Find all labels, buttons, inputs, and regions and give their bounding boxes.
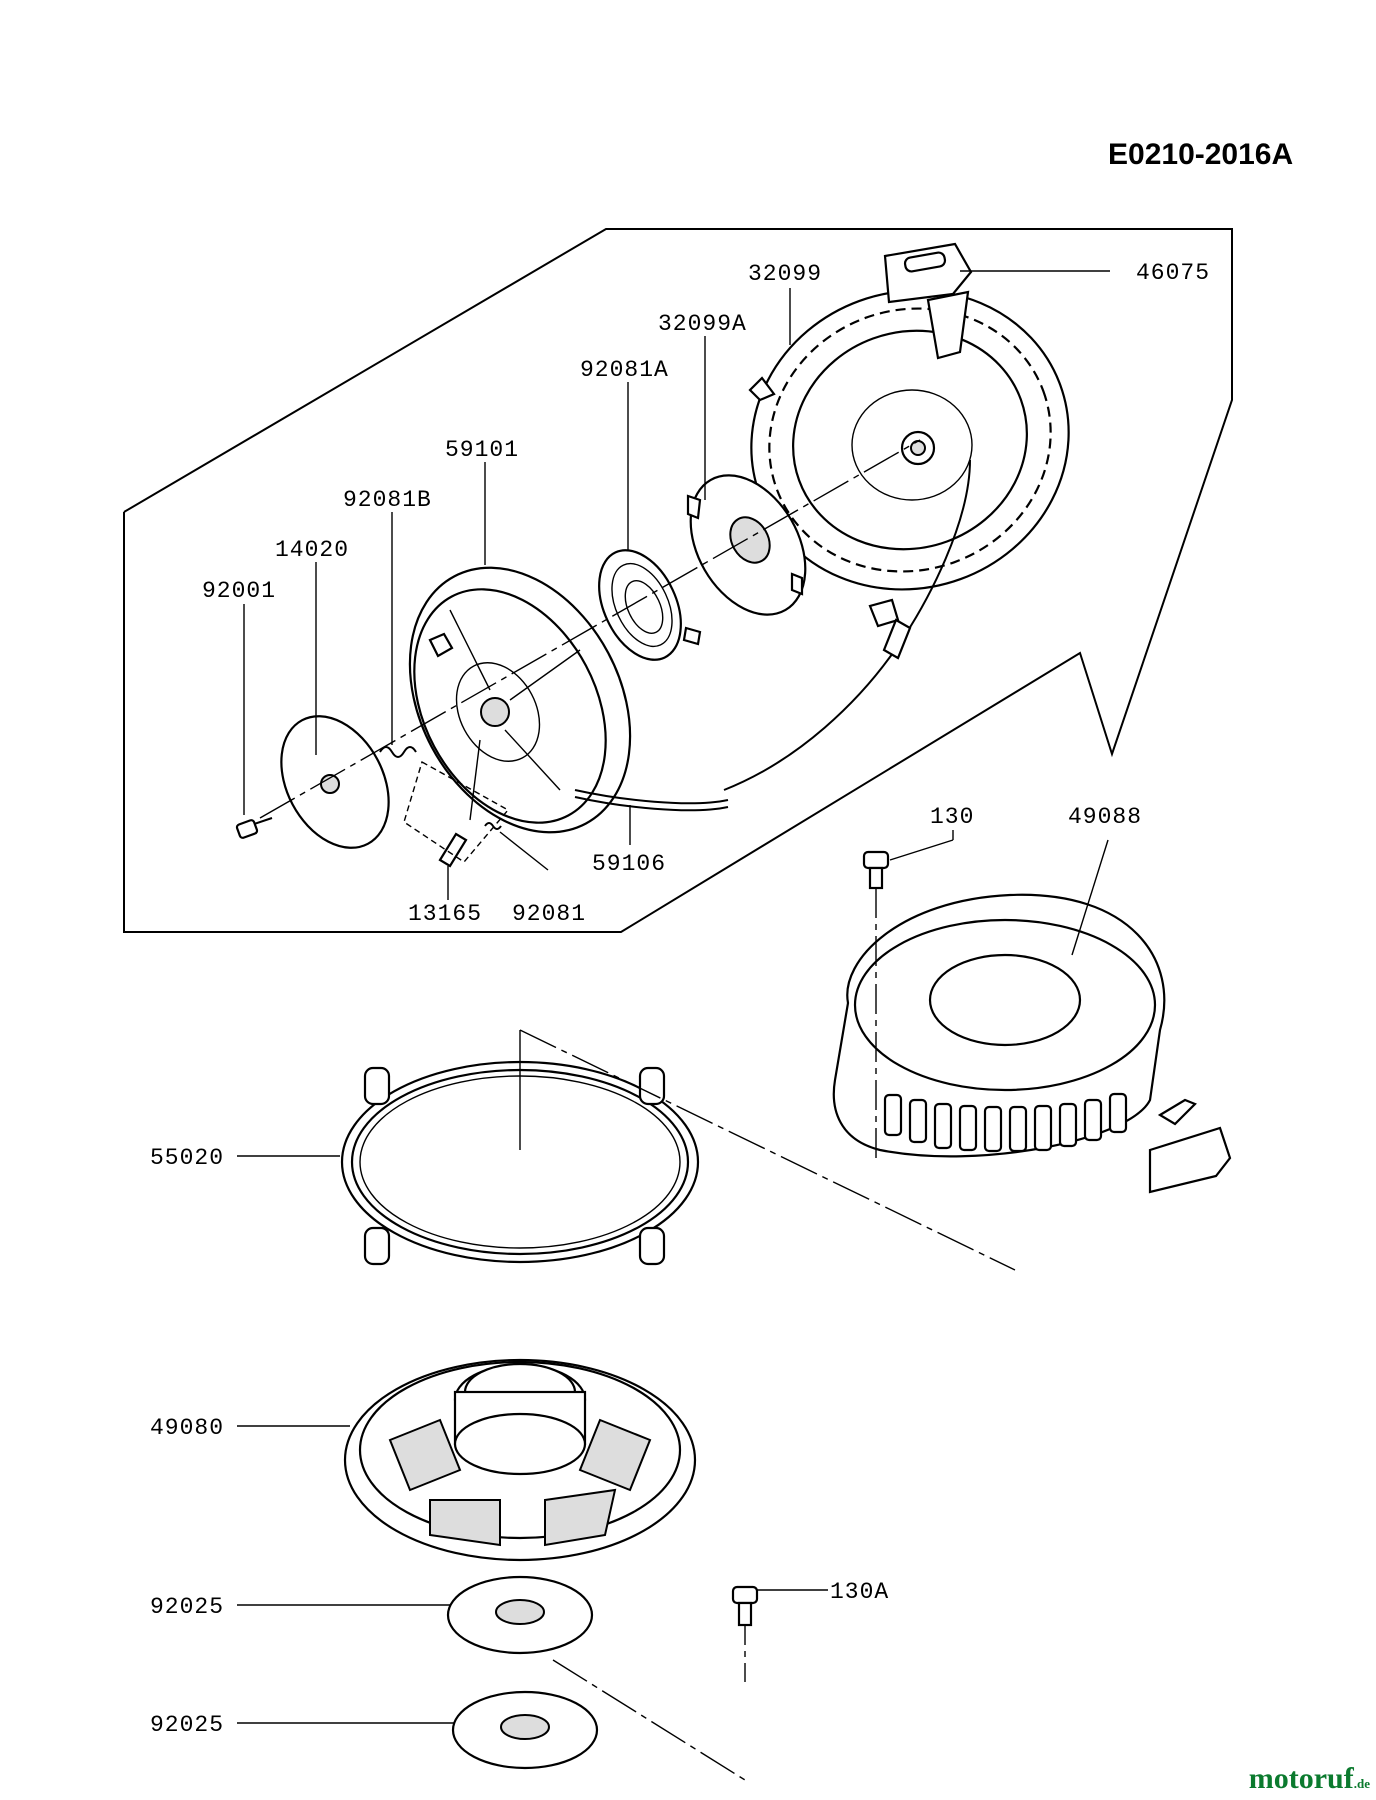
guide-ring <box>340 1060 700 1266</box>
label-14020: 14020 <box>275 537 349 563</box>
label-32099: 32099 <box>748 261 822 287</box>
ratchet-plate <box>686 474 807 616</box>
starter-rope <box>574 789 729 812</box>
bolt-alignment-line <box>552 1659 746 1781</box>
friction-plate <box>280 715 390 849</box>
starter-handle <box>883 242 973 360</box>
leader-lines <box>237 270 1110 1724</box>
ratchet-pawl <box>403 760 510 868</box>
recoil-starter-assembly <box>832 893 1232 1194</box>
site-watermark: motoruf.de <box>1249 1762 1370 1796</box>
watermark-name: motoruf <box>1248 1762 1354 1795</box>
label-92025-lower: 92025 <box>150 1712 224 1738</box>
subassembly-outline <box>123 228 1233 933</box>
label-92001: 92001 <box>202 578 276 604</box>
label-59106: 59106 <box>592 851 666 877</box>
label-13165: 13165 <box>408 901 482 927</box>
label-55020: 55020 <box>150 1145 224 1171</box>
case-alignment-line <box>519 1029 1016 1271</box>
rope-reel <box>408 566 632 834</box>
label-92081A: 92081A <box>580 357 669 383</box>
label-92025-upper: 92025 <box>150 1594 224 1620</box>
center-bolt <box>235 817 273 839</box>
label-92081B: 92081B <box>343 487 432 513</box>
case-vents <box>883 1092 1128 1153</box>
drawing-code: E0210-2016A <box>1108 138 1293 171</box>
label-59101: 59101 <box>445 437 519 463</box>
label-46075: 46075 <box>1136 260 1210 286</box>
friction-spring <box>379 746 417 758</box>
label-49080: 49080 <box>150 1415 224 1441</box>
mounting-bolt-130A <box>731 1585 759 1682</box>
label-130A: 130A <box>830 1579 889 1605</box>
recoil-starter-case <box>723 289 1070 791</box>
label-49088: 49088 <box>1068 804 1142 830</box>
assembly-axis <box>259 439 921 819</box>
spiral-spring <box>598 549 702 661</box>
starter-pulley <box>343 1358 697 1562</box>
label-32099A: 32099A <box>658 311 747 337</box>
label-92081: 92081 <box>512 901 586 927</box>
watermark-tld: .de <box>1353 1776 1370 1791</box>
spacer-plate-upper <box>446 1575 594 1655</box>
spacer-plate-lower <box>451 1690 599 1770</box>
label-130: 130 <box>930 804 974 830</box>
mounting-bolt-130 <box>862 850 890 1160</box>
